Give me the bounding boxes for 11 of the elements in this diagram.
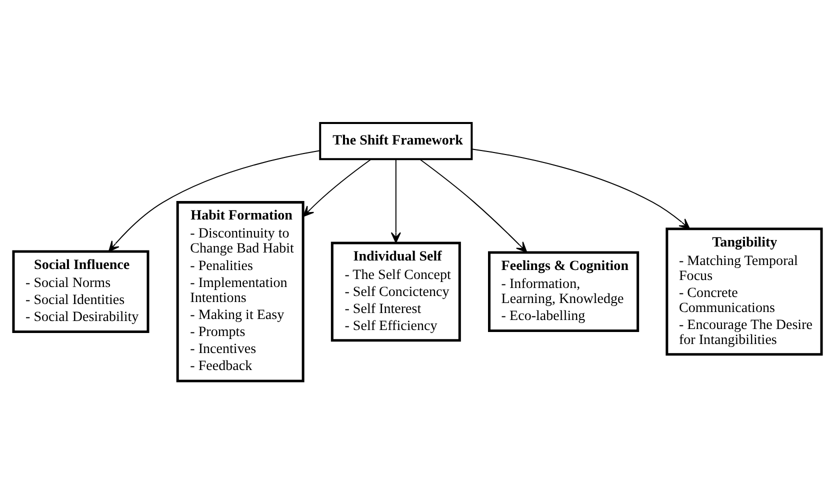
node-box: The Shift Framework <box>318 122 472 160</box>
arrow <box>390 158 400 243</box>
node-box: Habit Formation - Discontinuity to Change Bad Habit - Penalities - Implementation Intentions - Making it Easy - Prompts - Incentives - Feedback <box>176 200 304 382</box>
node-box: Tangibility - Matching Temporal Focus - Concrete Communications - Encourage The Desire for Intangibilities <box>665 227 822 356</box>
arrow <box>108 150 320 252</box>
node-box: Social Influence - Social Norms - Social Identities - Social Desirability <box>12 250 149 333</box>
node-box: Feelings & Cognition - Information, Learning, Knowledge - Eco-labelling <box>488 250 639 332</box>
arrow <box>419 158 527 252</box>
arrow <box>302 158 371 216</box>
arrow <box>471 148 690 229</box>
node-box: Individual Self - The Self Concept - Self Concictency - Self Interest - Self Efficiency <box>330 241 460 342</box>
